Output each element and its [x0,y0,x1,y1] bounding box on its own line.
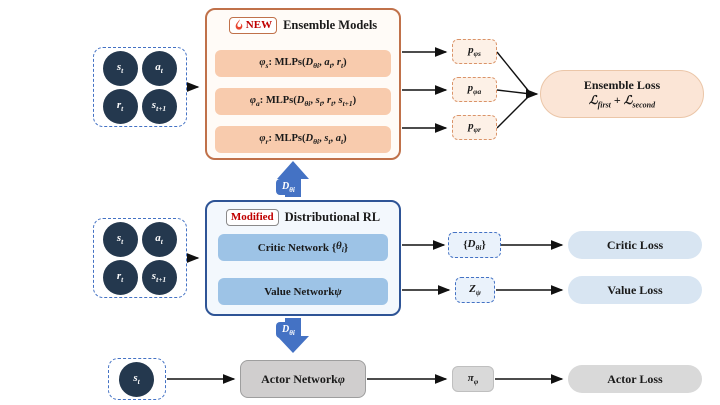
critic-network-row: Critic Network {θi} [218,234,388,261]
ensemble-panel-header: NEW Ensemble Models [207,17,399,34]
critic-loss-pill: Critic Loss [568,231,702,259]
value-network-row: Value Network ψ [218,278,388,305]
transition-input-box-middle: st at rt st+1 [93,218,187,298]
output-dtheta-set: {Dθi} [448,232,501,258]
next-state-circle: st+1 [141,259,177,295]
output-p-phi-a: pφa [452,77,497,102]
phi-r-head: φr [259,132,269,147]
actor-loss-pill: Actor Loss [568,365,702,393]
value-loss-pill: Value Loss [568,276,702,304]
new-badge: NEW [228,17,278,34]
ensemble-models-panel: NEW Ensemble Models φs: MLPs(Dθi, at, rt… [205,8,401,160]
ensemble-loss-title: Ensemble Loss [583,77,661,92]
phi-a-body: : MLPs(Dθi, st, rt, st+1) [259,94,357,109]
modified-badge: Modified [225,209,279,226]
next-state-circle: st+1 [141,88,177,124]
output-p-phi-r: pφr [452,115,497,140]
output-p-phi-s: pφs [452,39,497,64]
phi-s-head: φs [259,56,269,71]
new-badge-label: NEW [245,19,273,31]
state-circle: st [102,221,138,257]
distributional-rl-panel: Modified Distributional RL Critic Networ… [205,200,401,316]
phi-r-body: : MLPs(Dθi, st, at) [268,132,347,147]
distributional-panel-header: Modified Distributional RL [207,209,399,226]
actor-network-box: Actor Network φ [240,360,366,398]
action-circle: at [141,50,177,86]
fire-icon [235,19,243,30]
reward-circle: rt [102,259,138,295]
action-circle: at [141,221,177,257]
output-pi-phi: πφ [452,366,494,392]
state-circle: st [102,50,138,86]
phi-s-body: : MLPs(Dθi, at, rt) [268,56,347,71]
reward-circle: rt [102,88,138,124]
black-arrows [167,47,564,384]
mlp-row-phi-s: φs: MLPs(Dθi, at, rt) [215,50,391,77]
dtheta-flow-label-down: Dθi [276,322,301,338]
mlp-row-phi-r: φr: MLPs(Dθi, st, at) [215,126,391,153]
state-input-box-bottom: st [108,358,166,400]
output-z-psi: Zψ [455,277,495,303]
phi-a-head: φa [249,94,260,109]
mlp-row-phi-a: φa: MLPs(Dθi, st, rt, st+1) [215,88,391,115]
distributional-title: Distributional RL [284,210,381,224]
ensemble-title: Ensemble Models [283,18,378,32]
transition-input-box-top: st at rt st+1 [93,47,187,127]
ensemble-loss-pill: Ensemble Loss ℒfirst + ℒsecond [540,70,704,118]
dtheta-flow-label-up: Dθi [276,179,301,195]
state-circle: st [119,361,154,397]
ensemble-loss-formula: ℒfirst + ℒsecond [588,92,656,110]
